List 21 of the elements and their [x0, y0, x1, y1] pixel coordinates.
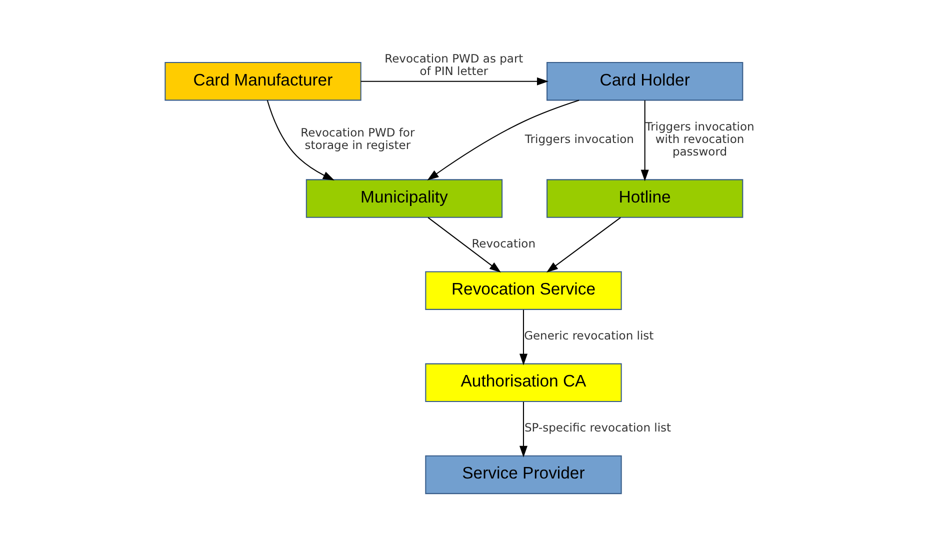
edge-label: SP-specific revocation list [524, 420, 672, 435]
arrow [519, 310, 528, 366]
node-box: Revocation Service [425, 271, 622, 310]
arrow [428, 217, 501, 273]
edge-label: Revocation PWD as part of PIN letter [384, 51, 524, 78]
arrow [546, 217, 621, 273]
node-box: Service Provider [425, 455, 622, 494]
arrow [519, 402, 528, 458]
edge-label: Revocation PWD for storage in register [300, 126, 415, 152]
node-box: Municipality [306, 179, 503, 218]
arrow [266, 100, 334, 180]
node-box: Card Manufacturer [164, 62, 362, 101]
arrow [427, 100, 580, 180]
arrow [640, 100, 649, 182]
node-box: Hotline [546, 179, 744, 218]
node-box: Card Holder [546, 62, 744, 101]
node-box: Authorisation CA [425, 363, 622, 402]
edge-label: Generic revocation list [524, 328, 654, 343]
edge-label: Revocation [472, 236, 536, 250]
edge-label: Triggers invocation [524, 132, 634, 146]
arrow [360, 77, 548, 86]
